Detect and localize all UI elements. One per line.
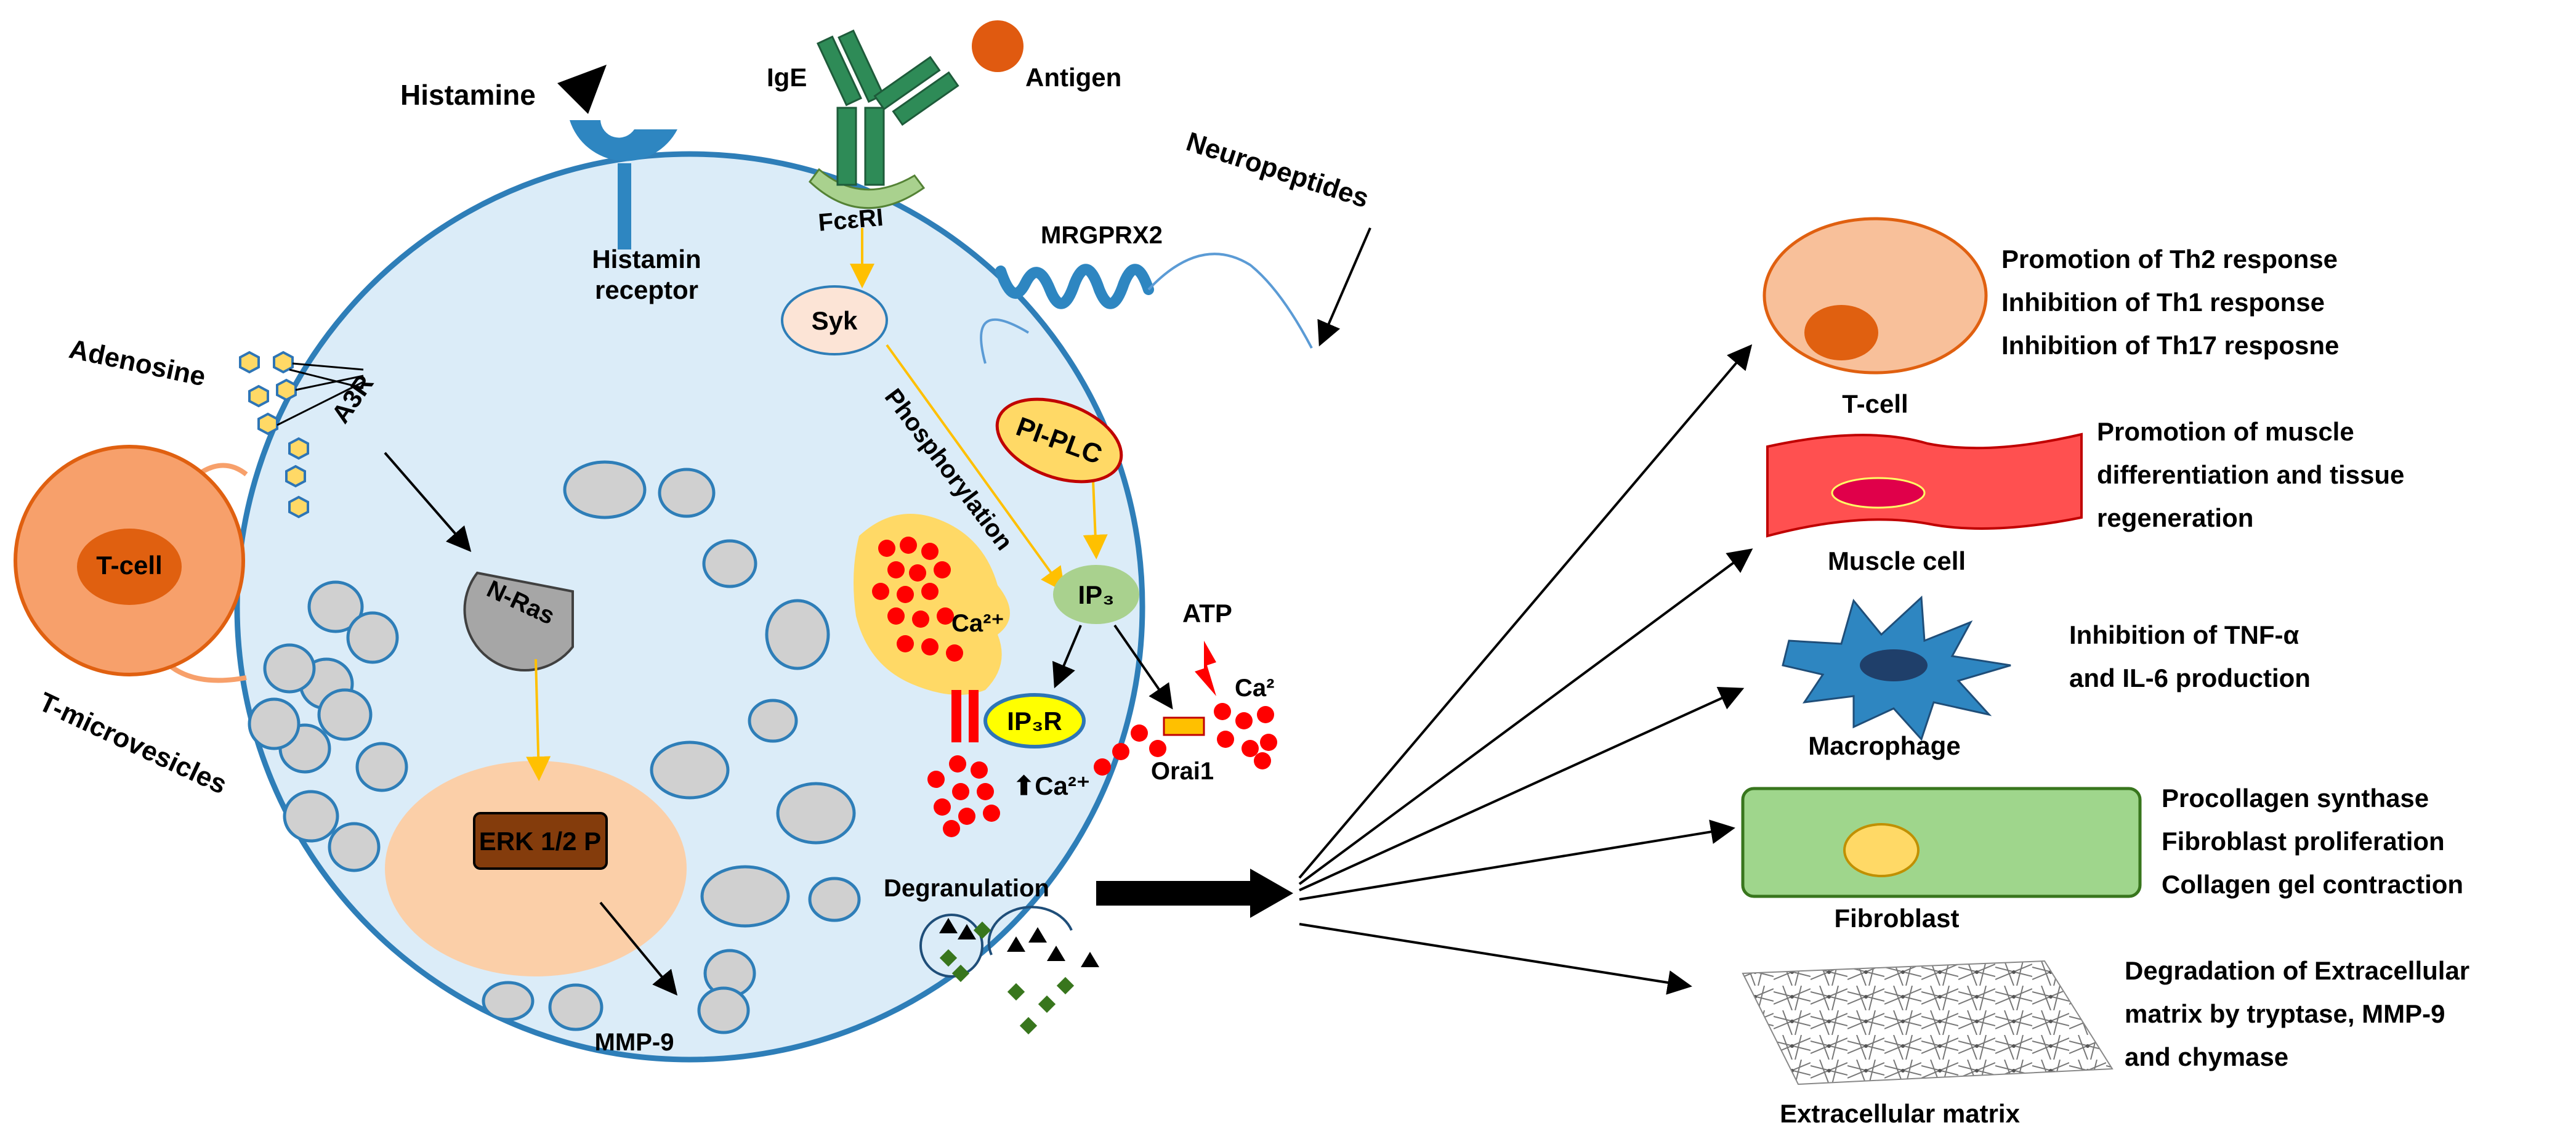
target-fibroblast-effect-2: Fibroblast proliferation [2162, 827, 2445, 856]
neuropeptides-label: Neuropeptides [1182, 126, 1372, 214]
ip3-to-ip3r-arrow [1052, 625, 1082, 689]
ip3-label: IP₃ [1078, 580, 1114, 609]
target-fibroblast-effect-1: Procollagen synthase [2162, 784, 2429, 813]
target-fibroblast-name: Fibroblast [1834, 904, 1959, 933]
antigen-label: Antigen [1025, 63, 1121, 92]
ca-influx-label: ⬆Ca²⁺ [1013, 771, 1090, 800]
target-fibroblast-effect-3: Collagen gel contraction [2162, 870, 2463, 899]
neuropeptides-arrow [1317, 227, 1371, 347]
orai1-label: Orai1 [1151, 758, 1214, 785]
granule-contents [939, 918, 1099, 1035]
orai-calcium-dots [1094, 703, 1277, 776]
target-ecm-effect-3: and chymase [2125, 1042, 2288, 1071]
n-ras-shape [463, 571, 574, 672]
released-calcium-dots [927, 755, 1000, 837]
target-muscle-effect-1: Promotion of muscle [2097, 417, 2354, 446]
pi-plc-node [995, 397, 1123, 484]
target-tcell-effect-3: Inhibition of Th17 resposne [2001, 331, 2339, 360]
arrow-to-ecm [1299, 923, 1692, 995]
ip3-to-orai-arrow [1113, 624, 1173, 710]
ip3r-channel-right [969, 690, 979, 742]
syk-to-ip3-arrow [886, 344, 1065, 593]
arrow-to-tcell [1298, 344, 1753, 879]
erk-box [473, 812, 608, 870]
target-fibroblast-nucleus [1843, 823, 1920, 877]
mrgprx2-loop [980, 318, 1030, 364]
granule-vesicle-2 [987, 906, 1073, 955]
target-macrophage-effect-2: and IL-6 production [2069, 663, 2311, 692]
erk-label: ERK 1/2 P [479, 827, 601, 856]
stored-calcium-dots [872, 537, 963, 662]
degranulation-output-arrow [1096, 869, 1293, 918]
mrgprx2-label: MRGPRX2 [1041, 222, 1163, 249]
target-macrophage-effect-1: Inhibition of TNF-α [2069, 620, 2299, 649]
cytoplasmic-granules [248, 460, 861, 1034]
target-tcell-effect-1: Promotion of Th2 response [2001, 245, 2338, 274]
ip3r-channel-left [951, 690, 961, 742]
target-muscle-effect-2: differentiation and tissue [2097, 460, 2404, 489]
orai1-channel [1163, 716, 1205, 736]
t-cell-small-nucleus [77, 529, 182, 605]
fceri-label: FcεRI [817, 204, 884, 237]
plc-to-ip3-arrow [1083, 480, 1108, 559]
nras-to-erk-arrow [526, 659, 551, 781]
a3r-to-nras-arrow [384, 452, 472, 553]
target-macrophage-name: Macrophage [1808, 731, 1960, 760]
arrow-to-macrophage [1299, 687, 1745, 891]
histamine-label: Histamine [400, 79, 536, 111]
target-tcell-name: T-cell [1842, 389, 1908, 418]
target-muscle-nucleus [1831, 477, 1926, 509]
adenosine-line-3 [277, 381, 364, 426]
target-tcell-effect-2: Inhibition of Th1 response [2001, 288, 2325, 317]
t-cell-small-label: T-cell [96, 551, 162, 580]
ip3-node [1053, 565, 1139, 624]
erk-to-mmp9-arrow [599, 901, 678, 996]
target-muscle-shape [1766, 432, 2083, 538]
antigen-circle-icon [972, 20, 1024, 72]
target-muscle-effect-3: regeneration [2097, 503, 2253, 532]
target-tcell-nucleus [1804, 305, 1878, 360]
target-fibroblast-shape [1741, 787, 2142, 898]
ip3r-node [983, 693, 1086, 748]
ige-antibody [816, 29, 959, 186]
neuropeptide-binding-line [1147, 253, 1313, 349]
ip3r-label: IP₃R [1007, 707, 1062, 736]
target-ecm-shape [1742, 960, 2114, 1085]
target-muscle-name: Muscle cell [1828, 546, 1966, 575]
mrgprx2-receptor [995, 264, 1154, 309]
adenosine-line-4 [289, 368, 364, 389]
adenosine-label: Adenosine [67, 334, 208, 392]
mmp9-label: MMP-9 [595, 1029, 674, 1056]
histamin-receptor-label-2: receptor [595, 275, 698, 304]
ige-label: IgE [767, 63, 807, 92]
atp-lightning-icon [1195, 641, 1216, 696]
atp-label: ATP [1182, 599, 1232, 628]
target-macrophage-nucleus [1860, 649, 1928, 681]
histamine-receptor-cup [570, 120, 677, 161]
syk-label: Syk [812, 306, 858, 335]
histamine-receptor-stem [618, 163, 631, 249]
target-ecm-name: Extracellular matrix [1780, 1099, 2021, 1128]
t-microvesicles-label: T-microvesicles [34, 687, 232, 800]
target-ecm-effect-1: Degradation of Extracellular [2125, 956, 2469, 985]
degranulation-label: Degranulation [884, 875, 1049, 902]
syk-node [781, 285, 888, 355]
ca-extracellular-label: Ca² [1235, 675, 1274, 702]
histamine-triangle-icon [557, 65, 607, 114]
ca-store-label: Ca²⁺ [951, 610, 1004, 637]
target-ecm-effect-2: matrix by tryptase, MMP-9 [2125, 999, 2445, 1028]
adenosine-molecules [239, 351, 309, 519]
er-calcium-store [854, 514, 1010, 695]
histamin-receptor-label-1: Histamin [592, 245, 701, 274]
adenosine-line-1 [292, 362, 364, 371]
adenosine-line-2 [295, 375, 364, 391]
arrow-to-fibroblast [1299, 819, 1735, 901]
arrow-to-muscle [1298, 548, 1753, 885]
target-tcell-shape [1762, 217, 1988, 375]
